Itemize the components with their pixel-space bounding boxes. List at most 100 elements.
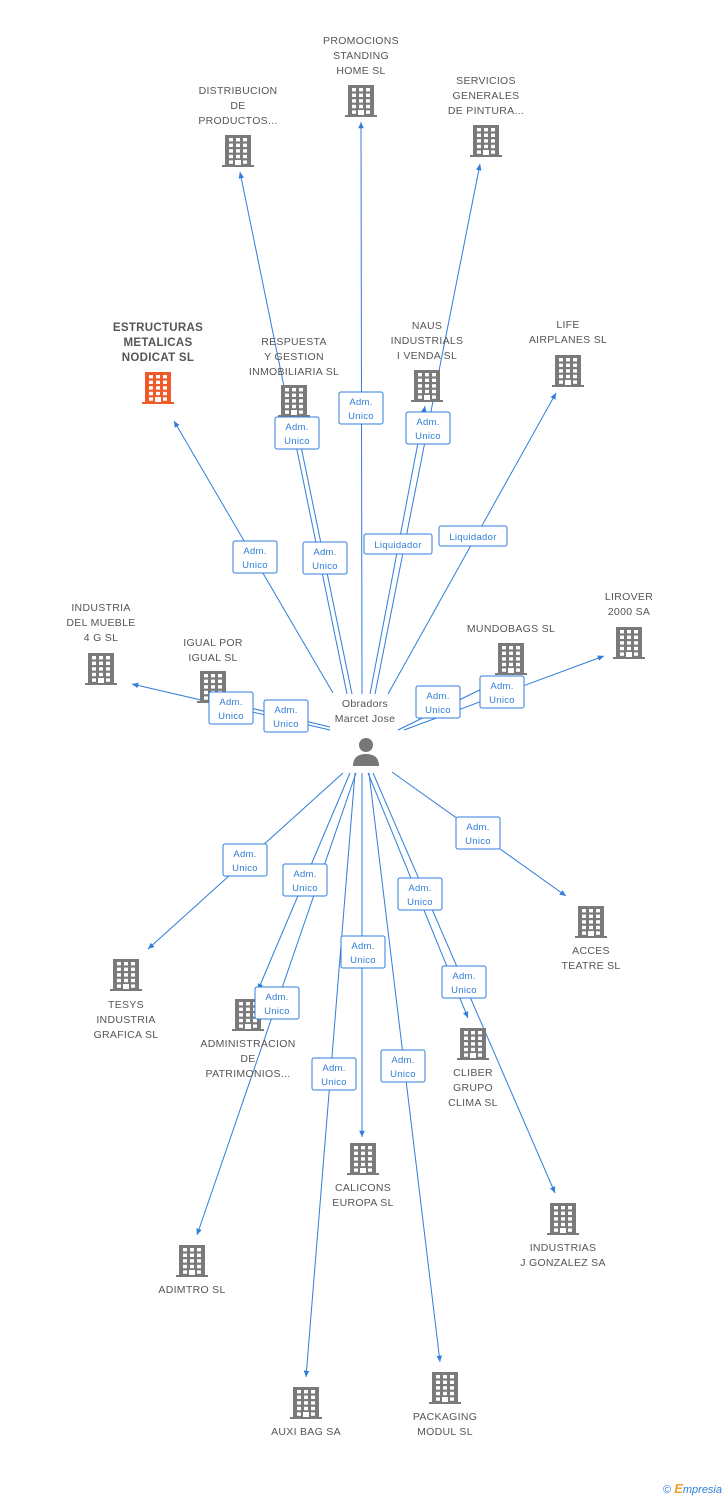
- relation-role-text: Unico: [390, 1069, 416, 1080]
- company-label: PRODUCTOS...: [198, 115, 277, 127]
- relation-role-text: Unico: [451, 985, 477, 996]
- company-label: AUXI BAG SA: [271, 1426, 341, 1438]
- relation-label-respuesta[interactable]: Adm. Unico: [302, 541, 348, 575]
- nodes-layer: ESTRUCTURAS METALICAS NODICAT SL DISTRIBUCI…: [66, 35, 653, 1438]
- building-icon: [142, 372, 174, 404]
- relation-label-estructuras[interactable]: Adm.Unico: [232, 540, 278, 574]
- relation-label-industria_mueble[interactable]: Adm.Unico: [208, 691, 254, 725]
- relation-label-auxi[interactable]: Adm. Unico: [311, 1057, 357, 1091]
- relation-label-igual[interactable]: Adm.Unico: [263, 699, 309, 733]
- copyright-symbol: ©: [663, 1484, 672, 1496]
- company-label: MUNDOBAGS SL: [467, 623, 555, 635]
- person-label: Obradors: [342, 698, 388, 710]
- relation-label-tesys[interactable]: Adm.Unico: [222, 843, 268, 877]
- company-label: NAUS: [412, 320, 442, 332]
- relation-role-text: Adm.: [219, 697, 242, 708]
- company-node-distribucion[interactable]: DISTRIBUCIONDEPRODUCTOS...: [198, 85, 277, 167]
- relation-label-servicios[interactable]: Adm.Unico: [405, 411, 451, 445]
- building-icon: [290, 1387, 322, 1419]
- brand-initial: E: [674, 1481, 683, 1496]
- relation-role-text: Unico: [292, 883, 318, 894]
- company-label: I VENDA SL: [397, 350, 457, 362]
- brand-footer[interactable]: © Empresia: [663, 1481, 722, 1496]
- relation-role-text: Unico: [425, 705, 451, 716]
- company-label: AIRPLANES SL: [529, 334, 607, 346]
- company-label: CLIBER: [453, 1067, 493, 1079]
- relation-role-text: Unico: [312, 561, 338, 572]
- relation-label-mundobags[interactable]: Adm.Unico: [415, 685, 461, 719]
- company-label: NODICAT SL: [122, 352, 194, 364]
- relation-label-cliber[interactable]: Adm.Unico: [397, 877, 443, 911]
- relation-box: [282, 863, 328, 897]
- company-label: INDUSTRIA: [71, 602, 130, 614]
- relation-role-text: Adm.: [293, 869, 316, 880]
- relation-box: [254, 986, 300, 1020]
- brand-name: mpresia: [682, 1484, 722, 1496]
- relation-box: [208, 691, 254, 725]
- building-icon: [495, 643, 527, 675]
- relation-box: [405, 411, 451, 445]
- relation-label-administracion[interactable]: Adm. Unico: [282, 863, 328, 897]
- relation-label-packaging[interactable]: Adm.Unico: [380, 1049, 426, 1083]
- relation-role-text: Adm.: [322, 1063, 345, 1074]
- company-label: INDUSTRIAS: [530, 1242, 597, 1254]
- company-node-estructuras[interactable]: ESTRUCTURAS METALICAS NODICAT SL: [113, 322, 203, 404]
- relation-box: [311, 1057, 357, 1091]
- company-label: LIROVER: [605, 591, 653, 603]
- relation-label-adimtro[interactable]: Adm.Unico: [254, 986, 300, 1020]
- relation-label-calicons[interactable]: Adm.Unico: [340, 935, 386, 969]
- relation-label-naus[interactable]: Liquidador: [363, 533, 433, 555]
- relation-box: [340, 935, 386, 969]
- relation-label-lirover[interactable]: Adm.Unico: [479, 675, 525, 709]
- company-label: ESTRUCTURAS: [113, 322, 203, 334]
- building-icon: [85, 653, 117, 685]
- relation-role-text: Adm.: [313, 547, 336, 558]
- relation-role-text: Unico: [489, 695, 515, 706]
- company-label: IGUAL POR: [183, 637, 243, 649]
- building-icon: [552, 355, 584, 387]
- company-label: HOME SL: [336, 65, 385, 77]
- building-icon: [278, 385, 310, 417]
- company-label: STANDING: [333, 50, 389, 62]
- company-node-adimtro[interactable]: ADIMTRO SL: [158, 1245, 225, 1296]
- relation-label-acces[interactable]: Adm.Unico: [455, 816, 501, 850]
- company-label: J GONZALEZ SA: [520, 1257, 606, 1269]
- building-icon: [575, 906, 607, 938]
- relation-role-text: Adm.: [285, 422, 308, 433]
- relation-box: [397, 877, 443, 911]
- relation-label-distribucion[interactable]: Adm.Unico: [274, 416, 320, 450]
- company-node-industrias_jg[interactable]: INDUSTRIAS J GONZALEZ SA: [520, 1203, 606, 1269]
- company-label: METALICAS: [124, 337, 193, 349]
- relation-role-text: Unico: [415, 431, 441, 442]
- relation-box: [438, 525, 508, 547]
- company-label: GRUPO: [453, 1082, 493, 1094]
- relation-label-promocions[interactable]: Adm.Unico: [338, 391, 384, 425]
- relation-role-text: Unico: [350, 955, 376, 966]
- relation-label-industrias_jg[interactable]: Adm.Unico: [441, 965, 487, 999]
- relation-role-text: Unico: [321, 1077, 347, 1088]
- company-node-mundobags[interactable]: MUNDOBAGS SL: [467, 623, 555, 675]
- relation-labels-layer: Adm.UnicoAdm.UnicoAdm.UnicoAdm.UnicoLiqu…: [208, 391, 525, 1091]
- relation-role-text: Adm.: [265, 992, 288, 1003]
- relation-label-life[interactable]: Liquidador: [438, 525, 508, 547]
- company-label: IGUAL SL: [188, 652, 237, 664]
- company-node-igual[interactable]: IGUAL POR IGUAL SL: [183, 637, 243, 703]
- company-label: MODUL SL: [417, 1426, 473, 1438]
- building-icon: [429, 1372, 461, 1404]
- company-node-auxi[interactable]: AUXI BAG SA: [271, 1387, 341, 1438]
- company-label: PATRIMONIOS...: [206, 1068, 291, 1080]
- building-icon: [470, 125, 502, 157]
